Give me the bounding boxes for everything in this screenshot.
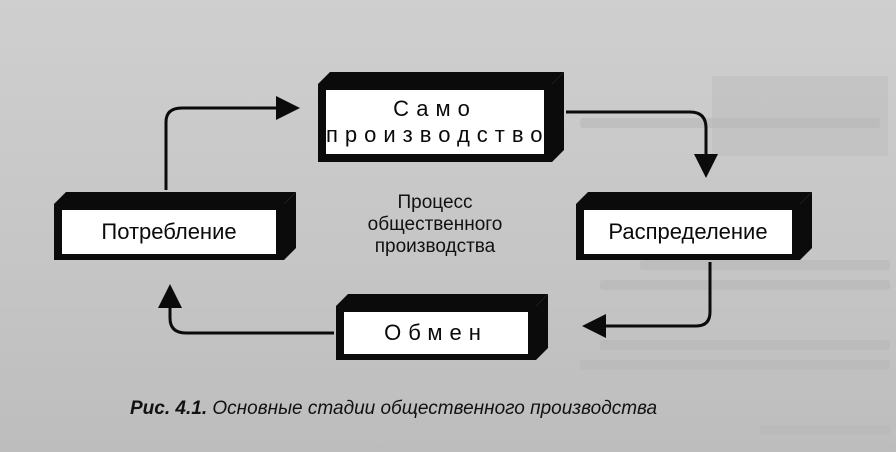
reverse-page-bleedthrough-text [760,425,890,435]
center-label-line-1: Процесс [397,192,473,213]
reverse-page-bleedthrough-text [580,118,880,128]
center-label-line-2: общественного [367,214,503,235]
arrow-exchange-to-consumption [158,284,334,335]
stage-box-production [318,72,564,162]
figure-caption-text: Основные стадии общественного производст… [212,398,658,419]
center-process-label: Процесс общественного производства [340,192,530,258]
stage-box-consumption [54,192,296,260]
reverse-page-bleedthrough-text [600,280,890,290]
stage-label-production-text: Само производство [326,96,550,147]
figure-caption: Рис. 4.1. Основные стадии общественного … [130,398,770,420]
arrow-consumption-to-production [164,96,300,190]
stage-label-distribution: Распределение [608,219,768,244]
figure-number: Рис. 4.1. [130,398,208,419]
arrow-production-to-distribution [566,110,718,178]
arrow-distribution-to-exchange [582,262,712,338]
stage-label-exchange: Обмен [384,320,488,345]
reverse-page-bleedthrough-text [600,340,890,350]
stage-box-exchange [336,294,548,360]
stage-label-production: Само производство [326,96,544,148]
reverse-page-bleedthrough-text [580,360,890,370]
stage-box-distribution [576,192,812,260]
reverse-page-bleedthrough-text [640,260,890,270]
reverse-page-bleedthrough-tab [712,76,888,156]
center-label-line-3: производства [374,236,496,257]
stage-label-consumption: Потребление [101,219,237,244]
